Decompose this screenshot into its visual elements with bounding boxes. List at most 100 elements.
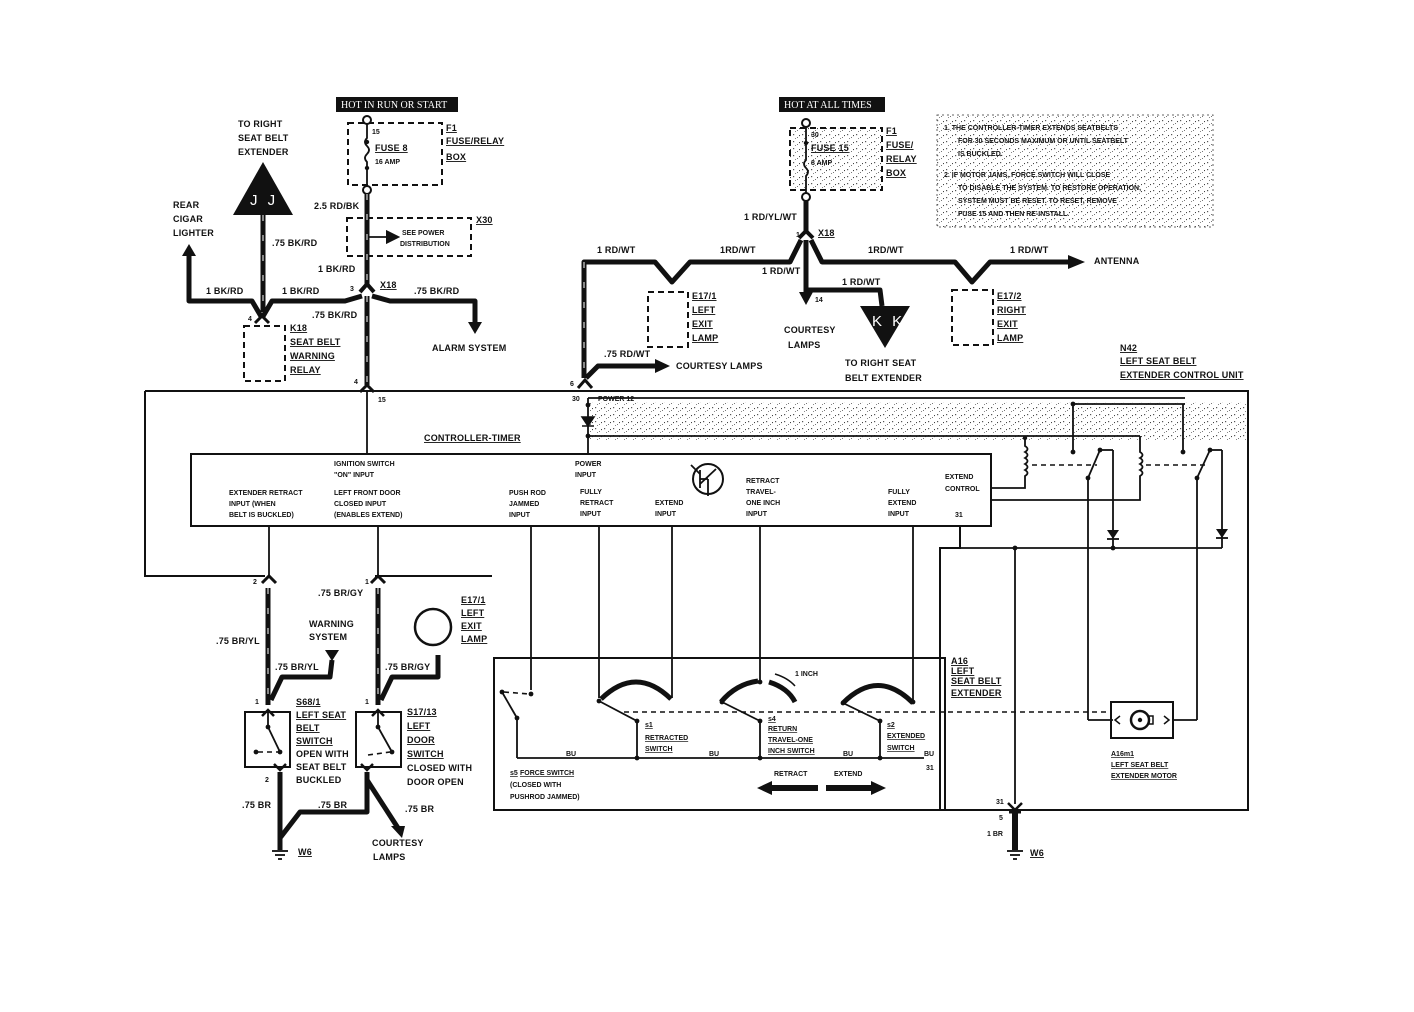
e17-2-right-exit-lamp: E17/2 RIGHT EXIT LAMP [951, 289, 1026, 346]
label-controller-inputs-5-2: INPUT [580, 511, 602, 518]
label-wire-labels-rd-wt-75: .75 RD/WT [604, 349, 651, 359]
label-destinations-warning-0: WARNING [309, 619, 354, 629]
s68-1-left-seat-belt-switch: 1 S68/1 LEFT SEAT BELT SWITCH OPEN WITH … [244, 697, 349, 785]
label-switches-bus-labels-2: BU [843, 751, 853, 758]
wire-75-br-courtesy [364, 778, 401, 830]
s1-retracted-switch: s1 RETRACTED SWITCH [596, 679, 688, 758]
label-pins-p6: 6 [570, 381, 574, 388]
label-fuse-boxes-1-name-lines-0: FUSE/ [886, 140, 914, 150]
label-switches-retract: RETRACT [774, 771, 808, 778]
label-switches-force-lines-2: PUSHROD JAMMED) [510, 794, 580, 801]
label-pins-p1a: 1 [365, 579, 369, 586]
label-components-k18-lines-0: SEAT BELT [290, 337, 341, 347]
label-destinations-cigar-2: LIGHTER [173, 228, 214, 238]
diode-icon [580, 416, 596, 428]
label-switches-bus-labels-1: BU [709, 751, 719, 758]
label-switches-return-lines-2: INCH SWITCH [768, 748, 815, 755]
label-components-e17-1-top-lines-0: LEFT [692, 305, 716, 315]
label-components-e17-1-bottom-lines-1: EXIT [461, 621, 482, 631]
cigar-lighter-destination: REAR CIGAR LIGHTER [173, 200, 214, 256]
label-controller-inputs-5-0: FULLY [580, 489, 602, 496]
transistor-icon [690, 463, 724, 496]
label-components-ground-left: W6 [298, 847, 312, 857]
label-fuse-boxes-1-rating: 8 AMP [811, 160, 832, 167]
label-components-a16m1-ref: A16m1 [1111, 751, 1134, 758]
label-switches-force-lines-1: (CLOSED WITH [510, 782, 561, 789]
label-wire-labels-rd-wt-1: 1 RD/WT [597, 245, 636, 255]
label-destinations-warning-1: SYSTEM [309, 632, 347, 642]
label-wire-labels-rd-wt-6: 1 RD/WT [842, 277, 881, 287]
label-components-s68-lines-2: SWITCH [296, 736, 333, 746]
label-components-x30-text-0: SEE POWER [402, 230, 444, 237]
s4-return-travel-one-inch-switch: 1 INCH s4 RETURN TRAVEL-ONE INCH SWITCH [719, 671, 818, 758]
label-wire-labels-rd-bk-25: 2.5 RD/BK [314, 201, 360, 211]
label-components-k18-lines-1: WARNING [290, 351, 335, 361]
label-destinations-courtesy-mid: COURTESY LAMPS [676, 361, 763, 371]
label-switches-retracted-lines-1: SWITCH [645, 746, 673, 753]
label-fuse-boxes-0-name-lines-0: FUSE/RELAY [446, 136, 504, 146]
controller-timer-title: CONTROLLER-TIMER [424, 433, 521, 443]
wire-1-rd-wt-kk [806, 287, 885, 307]
label-notes-1-2: SYSTEM MUST BE RESET. TO RESET, REMOVE [958, 198, 1117, 205]
label-controller-power-label: POWER 12 [598, 396, 634, 403]
label-fuse-boxes-1-name-lines-2: BOX [886, 168, 906, 178]
ground-w6-left: W6 [272, 838, 312, 860]
label-fuse-boxes-1-name-lines-1: RELAY [886, 154, 917, 164]
label-controller-inputs-4-0: POWER [575, 461, 601, 468]
label-components-e17-2-lines-0: RIGHT [997, 305, 1026, 315]
label-pins-p31b: 31 [926, 765, 934, 772]
label-fuse-boxes-0-ref: F1 [446, 123, 457, 133]
label-wire-labels-bk-rd-75-b: .75 BK/RD [414, 286, 460, 296]
label-controller-inputs-0-1: INPUT (WHEN [229, 501, 276, 508]
label-destinations-courtesy-top-0: COURTESY [784, 325, 836, 335]
label-notes-0-2: IS BUCKLED. [958, 151, 1003, 158]
label-components-s17-notes-1: DOOR OPEN [407, 777, 464, 787]
label-controller-inputs-2-0: LEFT FRONT DOOR [334, 490, 401, 497]
relay-section [940, 401, 1228, 804]
label-controller-inputs-3-0: PUSH ROD [509, 490, 546, 497]
label-pins-p1x18: 1 [796, 232, 800, 239]
label-wire-labels-rd-wt-4: 1RD/WT [868, 245, 904, 255]
ground-w6-right: 31 5 1 BR W6 [987, 799, 1044, 860]
label-fuse-boxes-1-ref: F1 [886, 126, 897, 136]
label-components-n42-ref: N42 [1120, 343, 1137, 353]
connector-kk: K K TO RIGHT SEAT BELT EXTENDER [845, 306, 922, 383]
label-components-n42-lines-0: LEFT SEAT BELT [1120, 356, 1197, 366]
courtesy-arrow-icon [799, 292, 813, 305]
label-connectors-kk-caption-0: TO RIGHT SEAT [845, 358, 917, 368]
s5-force-switch: s5 FORCE SWITCH (CLOSED WITH PUSHROD JAM… [499, 689, 580, 801]
label-components-x30-text-1: DISTRIBUTION [400, 241, 450, 248]
connector-jj: TO RIGHT SEAT BELT EXTENDER J J [233, 119, 293, 215]
label-components-x18-right: X18 [818, 228, 835, 238]
label-controller-inputs-6-1: INPUT [655, 511, 677, 518]
wire-75-br-yl-warning [268, 659, 335, 702]
label-switches-bus-labels-3: BU [924, 751, 934, 758]
wire-1-bk-rd-cigar [186, 256, 265, 320]
label-components-e17-1-bottom-lines-2: LAMP [461, 634, 487, 644]
label-pins-p30: 30 [572, 396, 580, 403]
label-wire-labels-bk-rd-75-a: .75 BK/RD [272, 238, 318, 248]
label-connectors-kk-letters: K K [872, 313, 905, 330]
label-controller-inputs-8-0: FULLY [888, 489, 910, 496]
label-components-a16-lines-1: SEAT BELT [951, 676, 1002, 686]
label-components-s17-ref: S17/13 [407, 707, 437, 717]
x30-power-distribution: SEE POWER DISTRIBUTION X30 [346, 215, 492, 257]
label-wire-labels-br-yl-a: .75 BR/YL [216, 636, 260, 646]
label-fuse-boxes-1-fuse: FUSE 15 [811, 143, 849, 153]
label-controller-inputs-7-0: RETRACT [746, 478, 780, 485]
label-components-a16-ref: A16 [951, 656, 968, 666]
label-destinations-cigar-1: CIGAR [173, 214, 203, 224]
s2-extended-switch: s2 EXTENDED SWITCH [840, 683, 925, 758]
label-controller-inputs-7-2: ONE INCH [746, 500, 780, 507]
label-switches-one-inch: 1 INCH [795, 671, 818, 678]
label-components-ground-right: W6 [1030, 848, 1044, 858]
k18-seat-belt-warning-relay: 4 K18 SEAT BELT WARNING RELAY [243, 313, 341, 382]
label-wire-labels-rd-yl-wt: 1 RD/YL/WT [744, 212, 797, 222]
label-pins-p15: 15 [378, 397, 386, 404]
label-components-s68-notes-2: BUCKLED [296, 775, 342, 785]
label-components-s68-lines-0: LEFT SEAT [296, 710, 346, 720]
label-controller-inputs-2-2: (ENABLES EXTEND) [334, 512, 402, 519]
label-controller-inputs-1-0: IGNITION SWITCH [334, 461, 395, 468]
e17-1-left-exit-lamp-top: E17/1 LEFT EXIT LAMP [647, 291, 718, 348]
